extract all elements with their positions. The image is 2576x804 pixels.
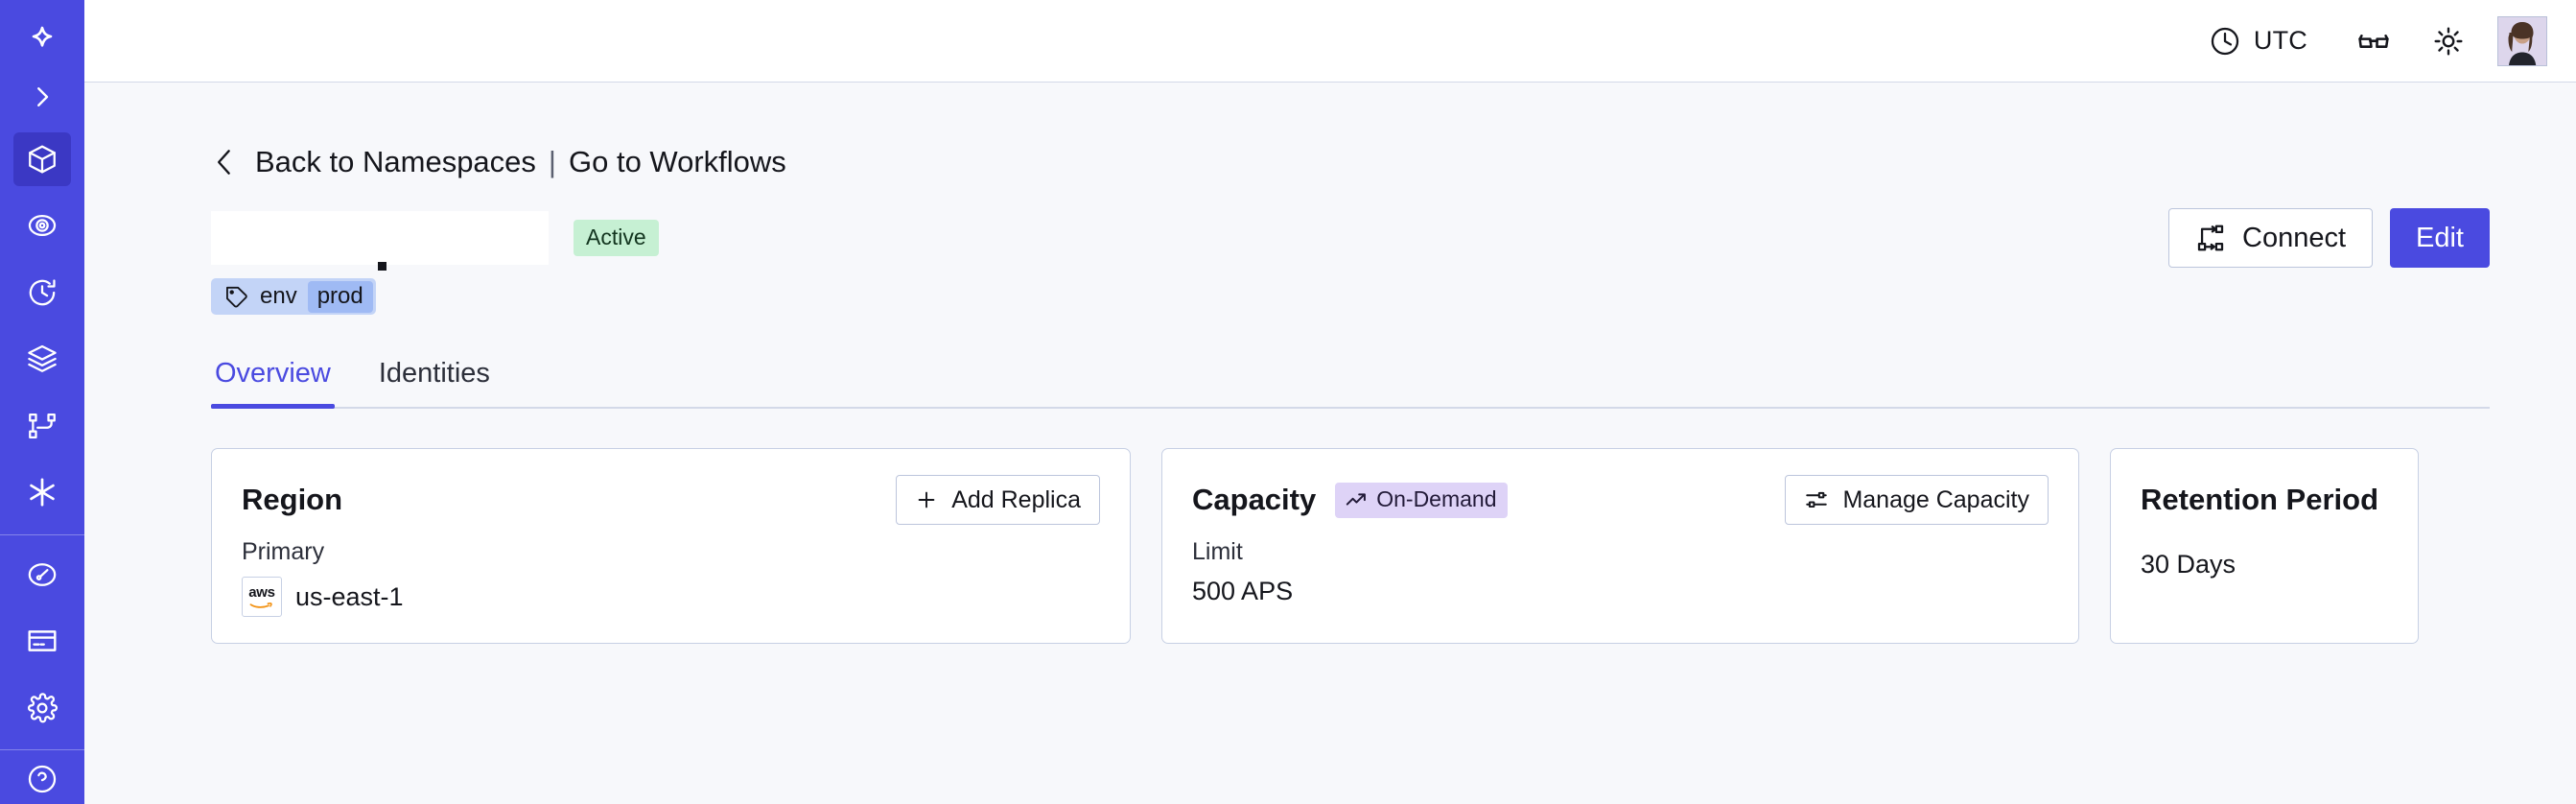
sliders-icon [1806, 491, 1828, 508]
sidebar-item-namespaces[interactable] [13, 132, 71, 186]
region-value-row: aws us-east-1 [242, 577, 1100, 617]
chevron-right-icon [37, 86, 49, 106]
breadcrumb-back-link[interactable]: Back to Namespaces [255, 145, 536, 178]
manage-capacity-wrap: Manage Capacity [1785, 475, 2049, 525]
capacity-card: Capacity On-Demand [1161, 448, 2079, 644]
tab-overview[interactable]: Overview [211, 358, 335, 409]
glasses-icon [2358, 34, 2389, 48]
layers-icon [28, 345, 57, 373]
connect-button-label: Connect [2242, 222, 2347, 253]
sidebar-item-workflows[interactable] [13, 399, 71, 452]
edit-button[interactable]: Edit [2390, 208, 2490, 268]
manage-capacity-label: Manage Capacity [1842, 485, 2029, 513]
sidebar-divider-bottom [0, 749, 84, 751]
connect-button[interactable]: Connect [2168, 208, 2374, 268]
on-demand-badge: On-Demand [1335, 482, 1508, 518]
retention-card-title: Retention Period [2141, 483, 2379, 516]
gauge-icon [28, 562, 57, 586]
region-value: us-east-1 [295, 581, 404, 611]
eye-spiral-icon [28, 215, 57, 237]
gear-icon [27, 692, 59, 722]
tags-row: env prod [211, 278, 2490, 317]
app-logo[interactable] [0, 6, 84, 67]
tab-bar: Overview Identities [211, 351, 2490, 409]
asterisk-icon [30, 478, 55, 507]
tag-value: prod [307, 280, 373, 313]
sidebar-item-stacks[interactable] [13, 333, 71, 386]
add-replica-button[interactable]: Add Replica [896, 475, 1100, 525]
tag-chip[interactable]: env prod [211, 278, 376, 315]
connect-flow-icon [2197, 225, 2224, 251]
chevron-left-icon [218, 150, 230, 175]
top-header-bar: UTC [84, 0, 2576, 83]
aws-logo-text: aws [248, 584, 275, 601]
region-card-title: Region [242, 483, 343, 516]
back-button[interactable] [211, 146, 238, 178]
retention-card: Retention Period 30 Days [2110, 448, 2419, 644]
breadcrumb-separator: | [548, 145, 556, 178]
region-card-header: Region Add Replica [242, 475, 1100, 525]
namespace-name-redacted [211, 211, 549, 271]
sidebar-expand-button[interactable] [0, 67, 84, 126]
sidebar-item-history[interactable] [13, 266, 71, 319]
manage-capacity-button[interactable]: Manage Capacity [1785, 475, 2049, 525]
on-demand-badge-label: On-Demand [1376, 486, 1497, 511]
cube-icon [29, 145, 56, 174]
tag-icon [226, 286, 247, 308]
header-actions: Connect Edit [2168, 208, 2490, 268]
timezone-label: UTC [2253, 26, 2307, 55]
add-replica-label: Add Replica [951, 485, 1081, 513]
tag-key: env [260, 283, 297, 309]
left-sidebar [0, 0, 84, 804]
retention-card-header: Retention Period [2141, 477, 2388, 523]
theme-toggle-button[interactable] [2423, 15, 2474, 67]
help-circle-icon [28, 766, 57, 793]
capacity-limit-label: Limit [1192, 538, 1243, 565]
trending-up-icon [1347, 492, 1367, 506]
retention-value: 30 Days [2141, 550, 2236, 579]
region-primary-label: Primary [242, 538, 325, 565]
breadcrumb: Back to Namespaces | Go to Workflows [211, 141, 2490, 183]
overview-cards: Region Add Replica Primary aws [211, 448, 2490, 644]
clock-rotate-icon [29, 279, 56, 306]
breadcrumb-workflows-link[interactable]: Go to Workflows [568, 145, 786, 178]
sidebar-item-usage[interactable] [13, 548, 71, 601]
namespace-title-row: Active Connect [211, 208, 2490, 271]
clock-icon [2211, 27, 2239, 55]
capacity-card-header: Capacity On-Demand [1192, 475, 2049, 525]
timezone-selector[interactable]: UTC [2209, 25, 2307, 58]
aws-logo-icon: aws [242, 577, 282, 617]
sidebar-divider [0, 534, 84, 535]
sidebar-item-settings[interactable] [13, 681, 71, 734]
sidebar-item-integrations[interactable] [13, 466, 71, 519]
git-branch-icon [29, 413, 56, 438]
sidebar-item-billing[interactable] [13, 614, 71, 667]
avatar-image [2498, 16, 2546, 65]
reading-mode-button[interactable] [2348, 15, 2400, 67]
capacity-card-title: Capacity [1192, 483, 1317, 516]
plus-icon [918, 491, 935, 508]
user-avatar[interactable] [2497, 15, 2547, 66]
main-area: UTC [84, 0, 2576, 804]
credit-card-icon [28, 630, 57, 651]
sun-icon [2434, 26, 2463, 56]
tab-identities[interactable]: Identities [378, 358, 490, 389]
sidebar-item-help[interactable] [13, 763, 71, 797]
aws-swoosh-icon [249, 603, 272, 608]
page-content: Back to Namespaces | Go to Workflows Act… [84, 83, 2576, 804]
capacity-value: 500 APS [1192, 577, 1294, 605]
status-badge: Active [574, 220, 659, 256]
region-card: Region Add Replica Primary aws [211, 448, 1131, 644]
sidebar-item-observability[interactable] [13, 200, 71, 252]
